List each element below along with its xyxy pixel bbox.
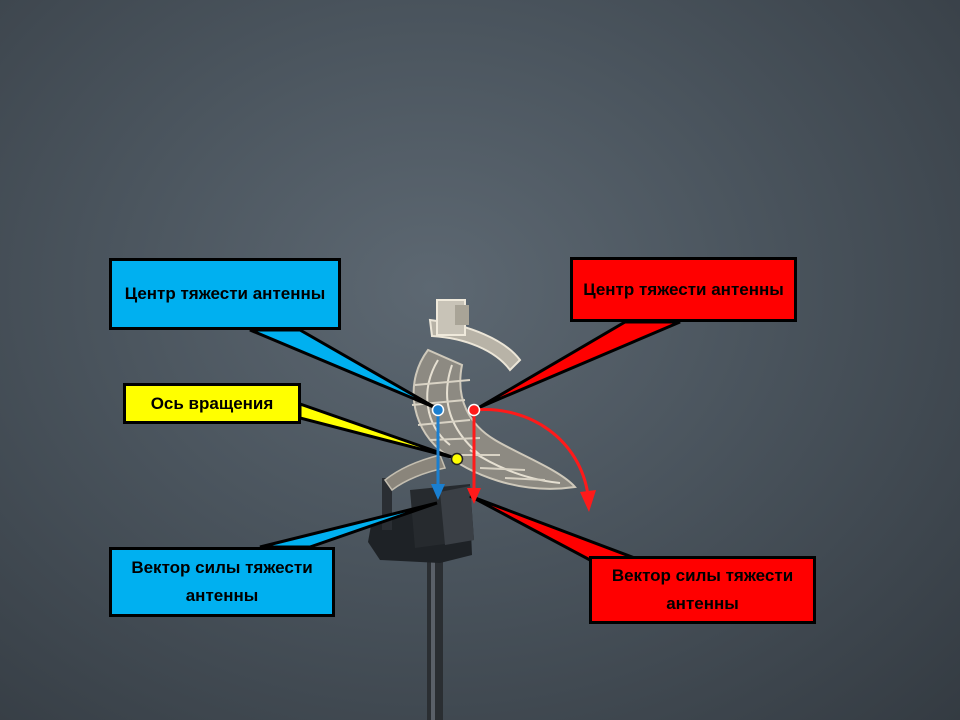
callout-blue-gravity-vector-text: Вектор силы тяжести антенны xyxy=(112,554,332,610)
callout-red-gravity-vector: Вектор силы тяжести антенны xyxy=(589,556,816,624)
callout-blue-center-of-gravity-text: Центр тяжести антенны xyxy=(125,280,326,308)
callout-blue-center-of-gravity: Центр тяжести антенны xyxy=(109,258,341,330)
callout-rotation-axis: Ось вращения xyxy=(123,383,301,424)
red-center-of-gravity-marker xyxy=(469,405,480,416)
callout-red-center-of-gravity-text: Центр тяжести антенны xyxy=(583,276,784,304)
red-bottom-pointer xyxy=(470,496,640,560)
blue-center-of-gravity-marker xyxy=(433,405,444,416)
rotation-axis-marker xyxy=(452,454,463,465)
callout-red-center-of-gravity: Центр тяжести антенны xyxy=(570,257,797,322)
callout-red-gravity-vector-text: Вектор силы тяжести антенны xyxy=(592,562,813,618)
callout-blue-gravity-vector: Вектор силы тяжести антенны xyxy=(109,547,335,617)
callout-rotation-axis-text: Ось вращения xyxy=(151,390,274,418)
